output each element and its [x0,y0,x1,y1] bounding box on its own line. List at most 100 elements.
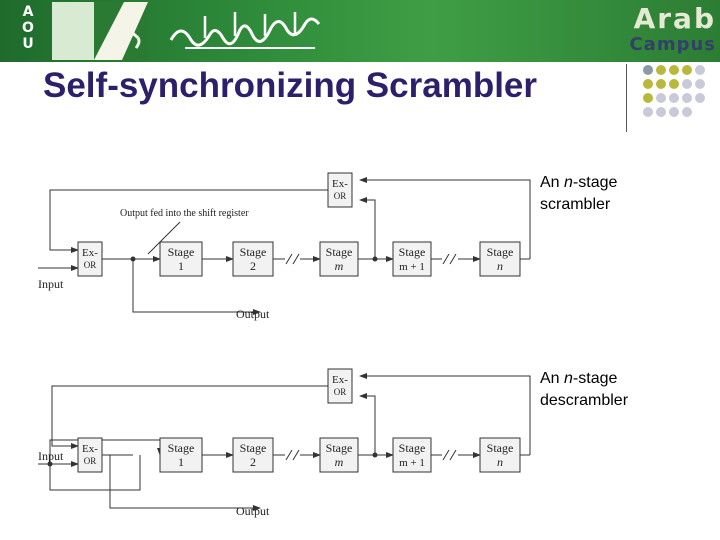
decorative-dot [669,79,679,89]
scrambler-stage-2-number: 2 [250,259,256,273]
descrambler-stage-m-label: Stage [326,441,353,455]
descrambler-input-label: Input [38,449,64,463]
descrambler-xor-top-line1: Ex- [332,374,348,386]
aou-letter-o: O [22,20,34,36]
scrambler-annotation: Output fed into the shift register [120,208,249,219]
decorative-dot [695,93,705,103]
descrambler-output-label: Output [236,504,270,518]
arab-campus-logo: Arab Campus [560,4,716,58]
decorative-dot [695,79,705,89]
scrambler-junction-m [372,256,378,262]
caption-descrambler-prefix: An [540,370,565,387]
logo-word-arab: Arab [633,2,716,35]
descrambler-stage-m1-number: m + 1 [399,457,425,469]
scrambler-xor-left: Ex- OR [77,241,103,277]
scrambler-break-marks [285,253,457,265]
scrambler-xor-left-line1: Ex- [82,247,98,259]
decorative-dot [682,107,692,117]
scrambler-stage-n: Stage n [479,241,521,277]
title-divider-line [626,64,627,132]
slide-title: Self-synchronizing Scrambler [43,66,538,105]
scrambler-stage-m: Stage m [319,241,359,277]
descrambler-xor-top-line2: OR [334,387,347,397]
caption-scrambler-suffix: -stage [572,174,618,191]
descrambler-xor-left: Ex- OR [77,437,103,473]
scrambler-xor-top-line1: Ex- [332,178,348,190]
decorative-dot [669,93,679,103]
caption-scrambler-line2: scrambler [540,196,611,213]
descrambler-stage-1-number: 1 [178,455,184,469]
decorative-dot [669,107,679,117]
descrambler-stage-2: Stage 2 [232,437,274,473]
decorative-dot [643,93,653,103]
scrambler-stage-1-number: 1 [178,259,184,273]
scrambler-junction-output [130,256,136,262]
decorative-dot [669,65,679,75]
caption-scrambler-var: n [564,174,573,191]
decorative-dot [682,93,692,103]
decorative-dot [695,65,705,75]
decorative-dots [643,65,705,117]
descrambler-stage-1: Stage 1 [159,437,203,473]
descrambler-stage-n-number: n [497,455,503,469]
decorative-dot [643,107,653,117]
scrambler-stage-n-number: n [497,259,503,273]
descrambler-xor-left-line1: Ex- [82,443,98,455]
caption-scrambler-prefix: An [540,174,565,191]
scrambler-stage-m1-number: m + 1 [399,261,425,273]
scrambler-xor-top-line2: OR [334,191,347,201]
scrambler-stage-m-label: Stage [326,245,353,259]
aou-letter-a: A [22,4,34,20]
decorative-dot [682,79,692,89]
descrambler-stage-m-plus-1: Stage m + 1 [392,437,432,473]
scrambler-diagrams: Ex- OR Ex- OR Stage 1 Stage 2 Stage m St… [38,172,531,518]
scrambler-xor-top: Ex- OR [327,172,353,208]
descrambler-stage-1-label: Stage [168,441,195,455]
scrambler-stage-1: Stage 1 [159,241,203,277]
aou-logo: A O U [8,4,48,58]
descrambler-diagram: Ex- OR Ex- OR Stage 1 Stage 2 Stage m St… [38,368,531,518]
descrambler-wires [38,373,531,511]
caption-scrambler: An n-stage scrambler [540,172,617,216]
logo-word-campus: Campus [629,34,716,55]
header-banner: A O U Arab Campus [0,0,720,62]
descrambler-junction-input [47,461,53,467]
caption-descrambler-line2: descrambler [540,392,629,409]
descrambler-stage-m-number: m [335,455,344,469]
scrambler-input-label: Input [38,277,64,291]
decorative-dot [682,65,692,75]
descrambler-stage-2-label: Stage [240,441,267,455]
scrambler-diagram: Ex- OR Ex- OR Stage 1 Stage 2 Stage m St… [38,172,531,321]
caption-descrambler-suffix: -stage [572,370,618,387]
scrambler-stage-n-label: Stage [487,245,514,259]
decorative-dot [656,93,666,103]
scrambler-stage-2: Stage 2 [232,241,274,277]
descrambler-break-marks [285,449,457,461]
descrambler-stage-2-number: 2 [250,455,256,469]
scrambler-stage-m-plus-1: Stage m + 1 [392,241,432,277]
aou-letter-u: U [22,36,34,52]
calligraphy-graphic [169,12,321,49]
scrambler-wires [38,177,531,315]
descrambler-stage-m1-label: Stage [399,441,426,455]
decorative-dot [656,107,666,117]
descrambler-xor-top: Ex- OR [327,368,353,404]
scrambler-stage-1-label: Stage [168,245,195,259]
descrambler-junction-m [372,452,378,458]
descrambler-stage-n-label: Stage [487,441,514,455]
decorative-dot [656,79,666,89]
descrambler-stage-n: Stage n [479,437,521,473]
decorative-dot [643,79,653,89]
scrambler-stage-m-number: m [335,259,344,273]
scrambler-output-label: Output [236,307,270,321]
flag-panel-graphic [52,2,148,60]
descrambler-stage-m: Stage m [319,437,359,473]
scrambler-stage-2-label: Stage [240,245,267,259]
scrambler-stage-m1-label: Stage [399,245,426,259]
scrambler-xor-left-line2: OR [84,260,97,270]
decorative-dot [643,65,653,75]
decorative-dot [656,65,666,75]
descrambler-xor-left-line2: OR [84,456,97,466]
caption-descrambler: An n-stage descrambler [540,368,628,412]
caption-descrambler-var: n [564,370,573,387]
